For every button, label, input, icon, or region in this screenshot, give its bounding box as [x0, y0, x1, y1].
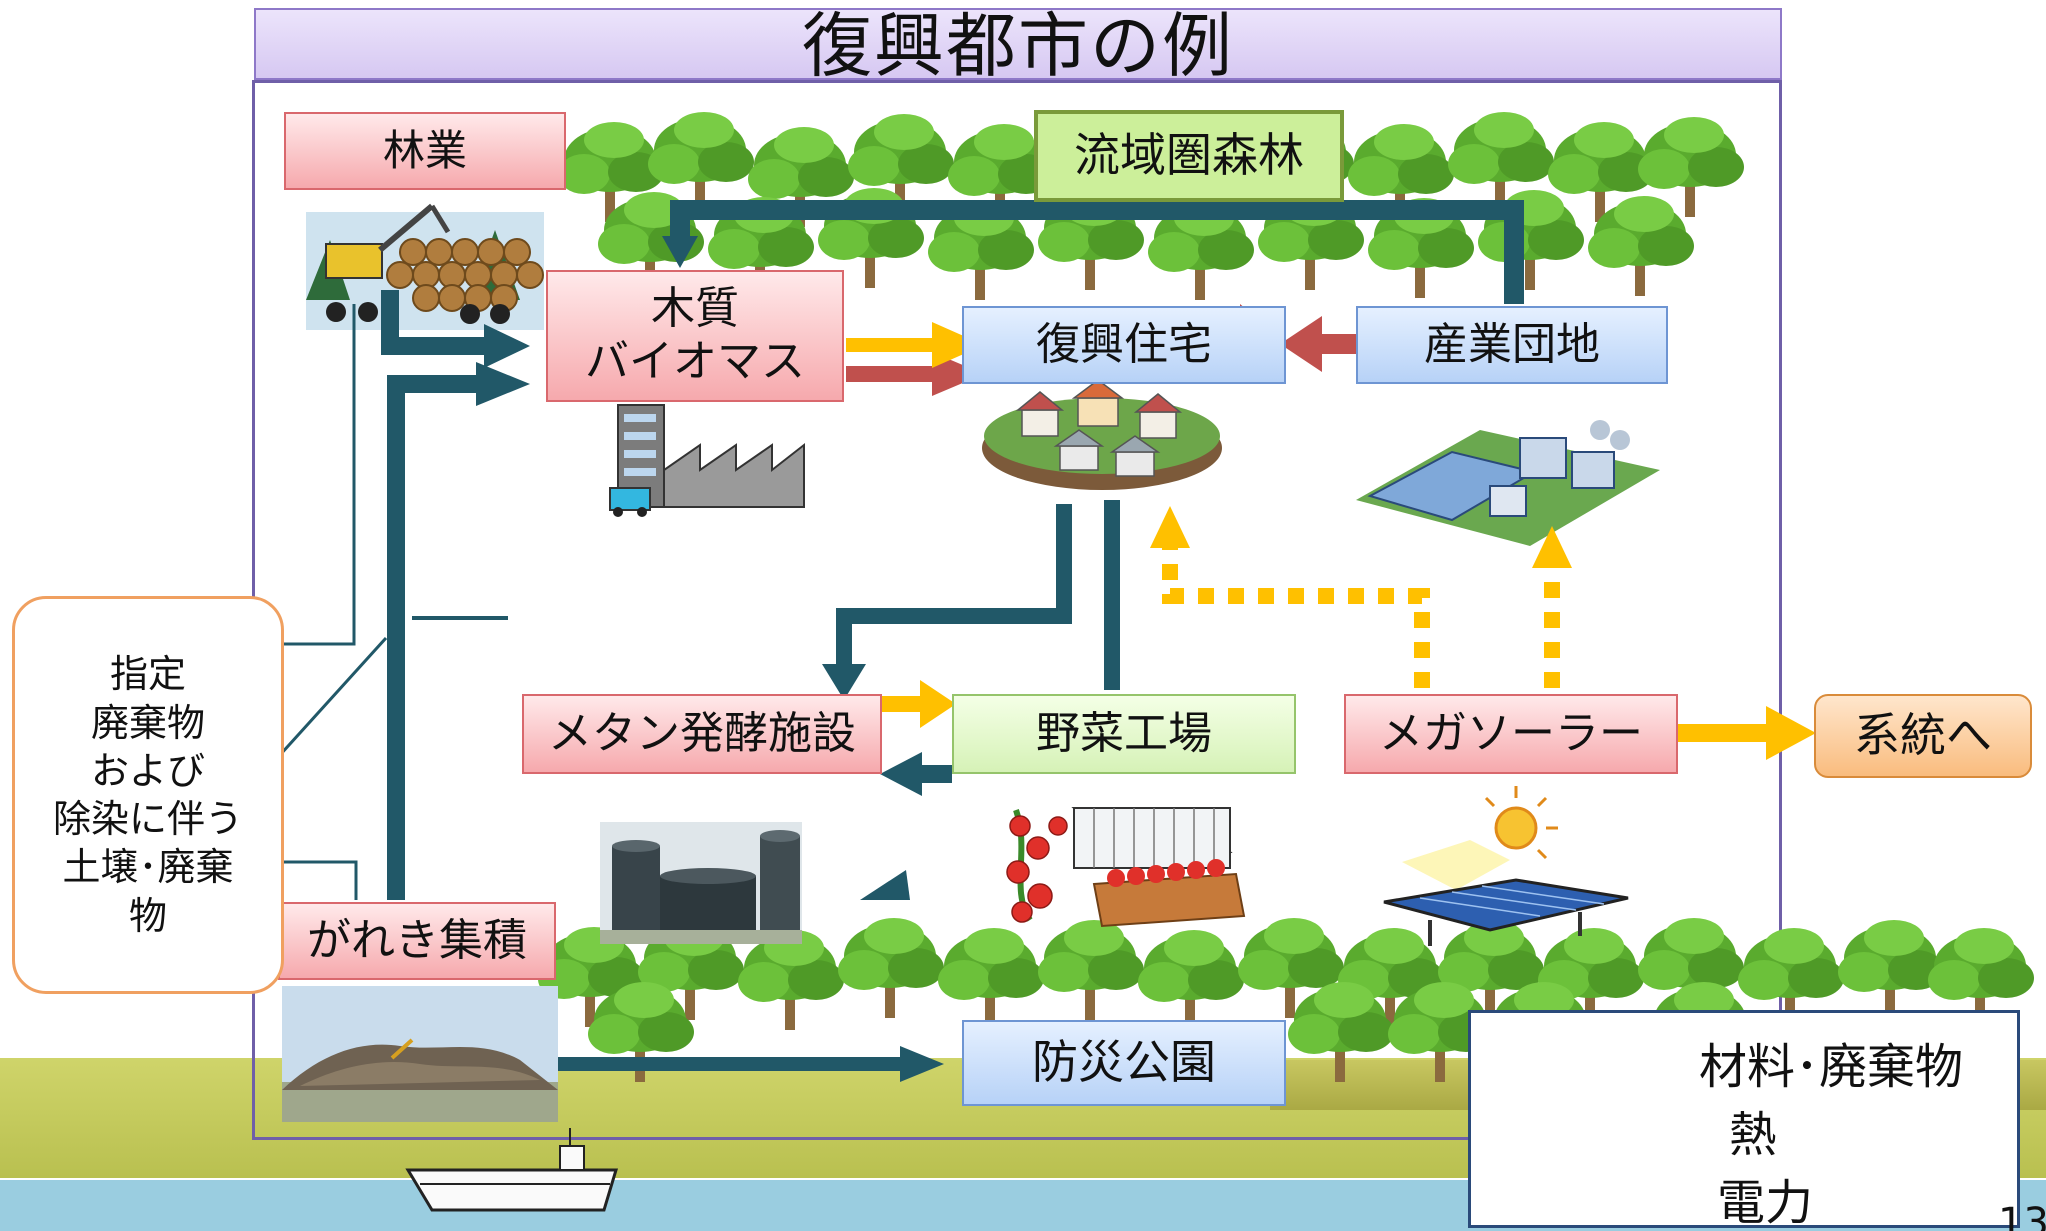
node-rubble-collection-label: がれき集積	[307, 914, 527, 966]
houses-icon	[982, 379, 1222, 490]
node-industrial-park: 産業団地	[1356, 306, 1668, 384]
node-to-grid-label: 系統へ	[1854, 708, 1992, 763]
legend: 材料･廃棄物 熱 電力	[1468, 1010, 2020, 1231]
node-vegetable-factory-label: 野菜工場	[1036, 707, 1212, 759]
node-vegetable-factory: 野菜工場	[952, 694, 1296, 774]
node-reconstruction-housing-label: 復興住宅	[1036, 318, 1212, 370]
rubble-pile-icon	[282, 986, 558, 1122]
node-methane-facility-label: メタン発酵施設	[548, 707, 856, 759]
designated-waste-note-text: 指定 廃棄物 および 除染に伴う 土壌･廃棄 物	[52, 652, 243, 938]
material-arrows	[268, 200, 1524, 1071]
legend-label-heat: 熱	[1729, 1107, 1778, 1163]
node-watershed-forest: 流域圏森林	[1034, 110, 1344, 202]
legend-label-power: 電力	[1717, 1175, 1814, 1231]
node-to-grid: 系統へ	[1814, 694, 2032, 778]
node-industrial-park-label: 産業団地	[1424, 318, 1600, 370]
node-mega-solar-label: メガソーラー	[1379, 707, 1643, 759]
node-mega-solar: メガソーラー	[1344, 694, 1678, 774]
power-arrows	[846, 322, 1816, 760]
title-bar: 復興都市の例	[254, 8, 1782, 82]
node-watershed-forest-label: 流域圏森林	[1074, 128, 1304, 183]
factory-complex-icon	[1356, 420, 1660, 546]
designated-waste-note: 指定 廃棄物 および 除染に伴う 土壌･廃棄 物	[12, 596, 284, 994]
node-forestry: 林業	[284, 112, 566, 190]
node-disaster-park: 防災公園	[962, 1020, 1286, 1106]
biomass-plant-icon	[609, 404, 805, 517]
node-rubble-collection: がれき集積	[278, 902, 556, 980]
node-reconstruction-housing: 復興住宅	[962, 306, 1286, 384]
node-forestry-label: 林業	[382, 125, 467, 175]
node-woody-biomass: 木質 バイオマス	[546, 270, 844, 402]
tanks-icon	[600, 822, 802, 944]
node-methane-facility: メタン発酵施設	[522, 694, 882, 774]
greenhouse-icon	[1006, 807, 1246, 928]
harvester-icon	[306, 203, 544, 330]
node-woody-biomass-label: 木質 バイオマス	[585, 283, 805, 387]
solar-panel-icon	[1383, 786, 1629, 946]
page-title: 復興都市の例	[802, 5, 1234, 87]
page-number: 13	[1998, 1200, 2046, 1231]
node-disaster-park-label: 防災公園	[1032, 1035, 1216, 1090]
ship-icon	[405, 1128, 619, 1212]
legend-label-material: 材料･廃棄物	[1699, 1039, 1964, 1095]
